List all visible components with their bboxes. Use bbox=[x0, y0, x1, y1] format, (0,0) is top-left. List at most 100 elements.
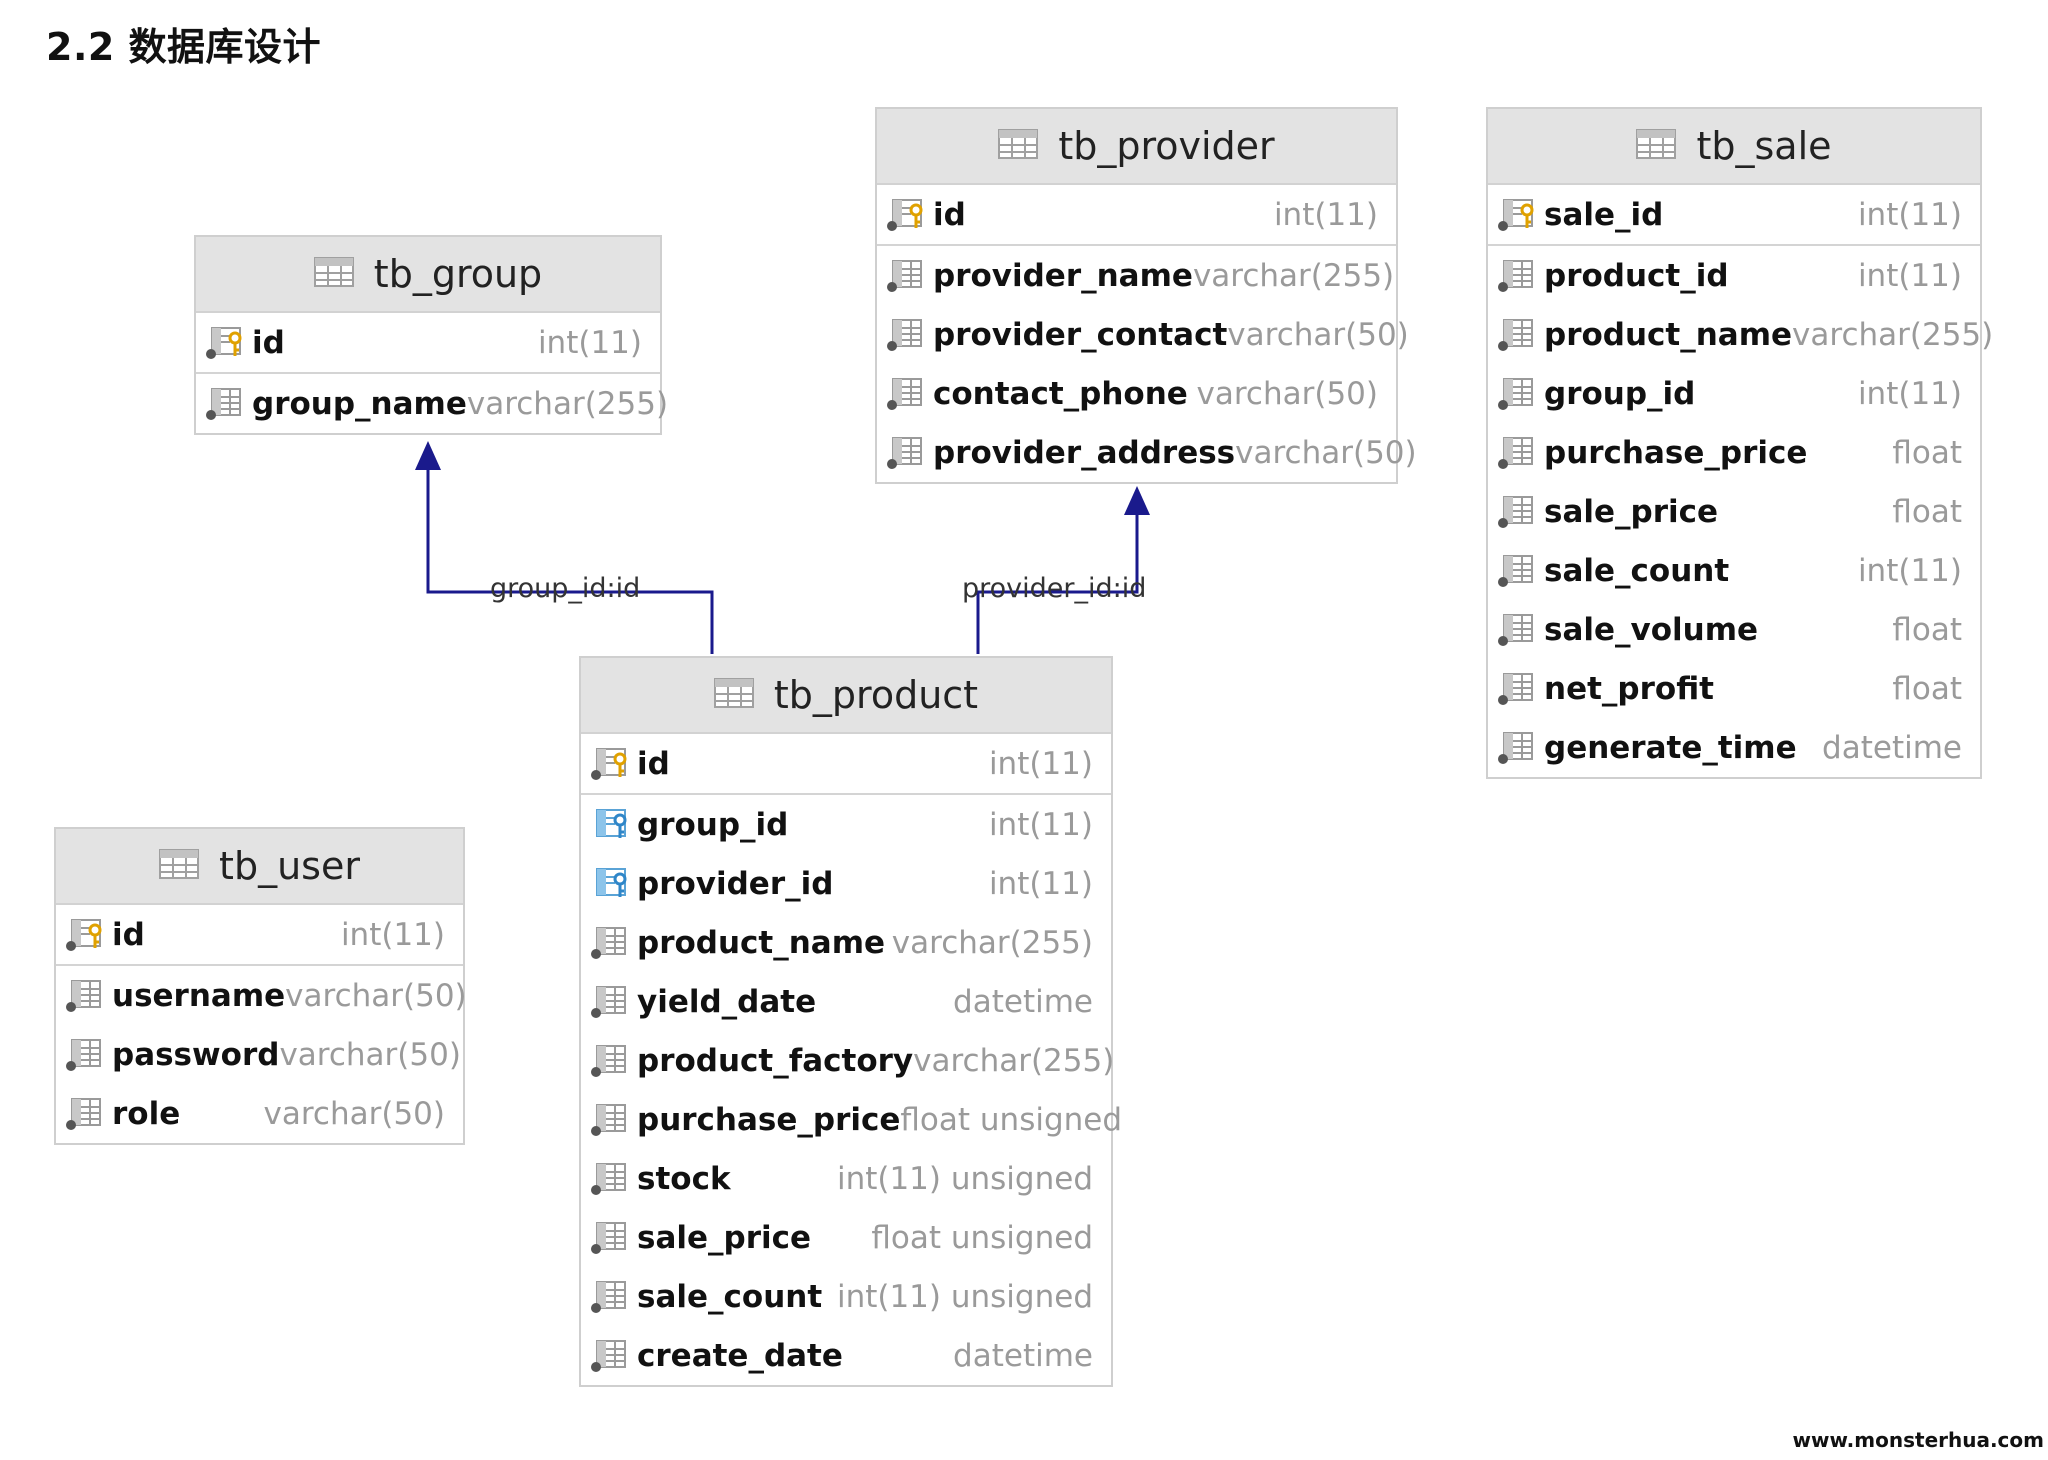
column-icon bbox=[64, 1097, 104, 1131]
column-row[interactable]: create_date datetime bbox=[581, 1326, 1111, 1385]
column-name: group_id bbox=[637, 806, 789, 843]
column-type: varchar(50) bbox=[1235, 434, 1417, 471]
table-name: tb_product bbox=[773, 673, 979, 717]
column-name: stock bbox=[637, 1160, 731, 1197]
column-name: contact_phone bbox=[933, 375, 1188, 412]
column-name: sale_count bbox=[637, 1278, 823, 1315]
column-type: int(11) bbox=[1857, 257, 1962, 294]
column-type: float bbox=[1892, 434, 1962, 471]
column-type: int(11) bbox=[340, 916, 445, 953]
column-name: username bbox=[112, 977, 286, 1014]
column-type: varchar(50) bbox=[263, 1095, 445, 1132]
column-icon bbox=[589, 1221, 629, 1255]
column-name: provider_name bbox=[933, 257, 1193, 294]
column-type: varchar(50) bbox=[1196, 375, 1378, 412]
table-header: tb_product bbox=[581, 658, 1111, 734]
table-header: tb_user bbox=[56, 829, 463, 905]
column-type: datetime bbox=[1822, 729, 1962, 766]
column-type: int(11) bbox=[1857, 375, 1962, 412]
column-row[interactable]: group_id int(11) bbox=[581, 795, 1111, 854]
column-row[interactable]: sale_volume float bbox=[1488, 600, 1980, 659]
column-type: int(11) bbox=[537, 324, 642, 361]
column-icon bbox=[1496, 259, 1536, 293]
column-icon bbox=[589, 1339, 629, 1373]
column-type: float bbox=[1892, 611, 1962, 648]
column-name: sale_volume bbox=[1544, 611, 1759, 648]
column-icon bbox=[885, 436, 925, 470]
relation-label-provider: provider_id:id bbox=[962, 573, 1147, 604]
relation-label-group: group_id:id bbox=[490, 573, 641, 604]
column-type: float unsigned bbox=[871, 1219, 1093, 1256]
column-icon bbox=[1496, 554, 1536, 588]
column-name: yield_date bbox=[637, 983, 817, 1020]
column-type: varchar(255) bbox=[913, 1042, 1115, 1079]
column-name: sale_price bbox=[1544, 493, 1719, 530]
column-row[interactable]: sale_price float bbox=[1488, 482, 1980, 541]
column-name: group_name bbox=[252, 385, 467, 422]
column-type: int(11) bbox=[1857, 196, 1962, 233]
column-type: varchar(50) bbox=[285, 977, 467, 1014]
column-icon bbox=[589, 1162, 629, 1196]
column-row[interactable]: purchase_price float bbox=[1488, 423, 1980, 482]
column-name: provider_address bbox=[933, 434, 1236, 471]
column-icon bbox=[885, 318, 925, 352]
primary-key-icon bbox=[64, 918, 104, 952]
primary-key-icon bbox=[885, 198, 925, 232]
column-name: purchase_price bbox=[1544, 434, 1808, 471]
column-icon bbox=[1496, 495, 1536, 529]
table-icon bbox=[998, 124, 1039, 168]
column-type: int(11) bbox=[1857, 552, 1962, 589]
column-type: varchar(255) bbox=[466, 385, 669, 422]
column-row[interactable]: sale_price float unsigned bbox=[581, 1208, 1111, 1267]
column-icon bbox=[589, 1103, 629, 1137]
column-type: float bbox=[1892, 493, 1962, 530]
column-type: varchar(50) bbox=[1227, 316, 1409, 353]
relation-arrow-provider bbox=[1124, 486, 1150, 515]
column-name: sale_price bbox=[637, 1219, 812, 1256]
column-icon bbox=[589, 985, 629, 1019]
column-type: datetime bbox=[953, 1337, 1093, 1374]
table-icon bbox=[159, 844, 200, 888]
column-icon bbox=[1496, 613, 1536, 647]
primary-key-icon bbox=[1496, 198, 1536, 232]
column-name: sale_count bbox=[1544, 552, 1730, 589]
column-type: int(11) bbox=[988, 806, 1093, 843]
column-name: product_name bbox=[637, 924, 886, 961]
primary-key-icon bbox=[589, 747, 629, 781]
column-icon bbox=[885, 259, 925, 293]
column-type: varchar(50) bbox=[279, 1036, 461, 1073]
table-icon bbox=[713, 673, 754, 717]
column-row[interactable]: sale_count int(11) bbox=[1488, 541, 1980, 600]
column-name: create_date bbox=[637, 1337, 843, 1374]
